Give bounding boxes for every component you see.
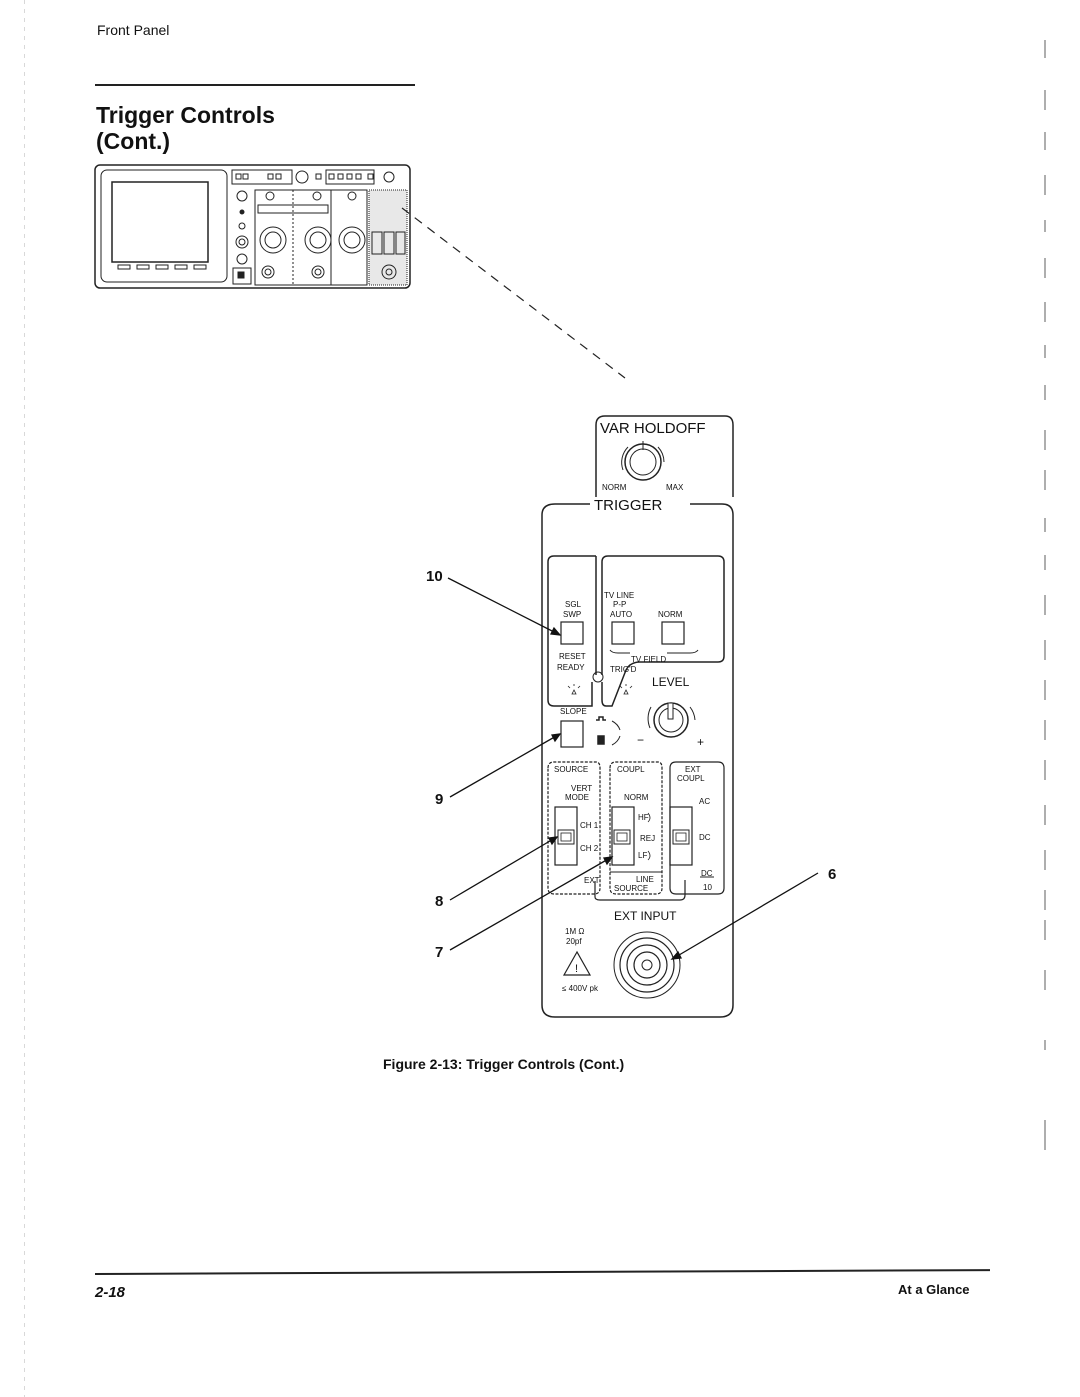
ext-coupl-dc10-top: DC — [701, 869, 713, 878]
ext-coupl-title-1: EXT — [685, 765, 701, 774]
page-title-line1: Trigger Controls — [96, 102, 275, 128]
ext-input-label: EXT INPUT — [614, 909, 677, 923]
callout-6-leader — [673, 872, 819, 959]
callout-8: 8 — [435, 893, 443, 910]
callout-9-leader — [449, 734, 559, 798]
callout-9: 9 — [435, 791, 443, 808]
tv-field-label: TV FIELD — [631, 655, 666, 664]
var-holdoff-section — [595, 415, 734, 497]
ext-coupl-ac-label: AC — [699, 797, 710, 806]
line-source-label-2: SOURCE — [614, 884, 648, 893]
coupl-hf-label: HF — [638, 813, 649, 822]
trigd-label: TRIG'D — [610, 665, 637, 674]
sgl-swp-label-2: SWP — [563, 610, 581, 619]
ext-coupl-dc-label: DC — [699, 833, 711, 842]
source-vert-label-1: VERT — [571, 784, 592, 793]
figure-illustration: VAR HOLDOFF NORM MAX TRIGGER SGL SWP RES… — [94, 164, 836, 1018]
var-holdoff-label: VAR HOLDOFF — [600, 420, 706, 437]
ready-label: READY — [557, 663, 585, 672]
auto-label-2: P-P — [613, 600, 626, 609]
source-ext-label: EXT — [584, 876, 600, 885]
ext-input-capacitance: 20pf — [566, 937, 582, 946]
callout-numbers: 10 9 8 7 6 — [426, 568, 836, 961]
scan-margin-line — [24, 0, 25, 1397]
ext-input-max-voltage: ≤ 400V pk — [562, 984, 599, 993]
page-title-line2: (Cont.) — [96, 128, 171, 154]
header-rule — [95, 84, 415, 86]
slope-label: SLOPE — [560, 707, 587, 716]
callout-7: 7 — [435, 944, 443, 961]
warning-icon: ! — [575, 963, 578, 975]
level-minus-label: − — [637, 733, 644, 747]
ext-input-impedance: 1M Ω — [565, 927, 584, 936]
page-title: Trigger Controls (Cont.) — [96, 102, 275, 154]
figure-caption: Figure 2-13: Trigger Controls (Cont.) — [383, 1056, 625, 1072]
front-panel-overview — [94, 164, 411, 289]
callout-7-leader — [449, 857, 611, 951]
callout-6: 6 — [828, 866, 836, 883]
line-source-label-1: LINE — [636, 875, 654, 884]
norm-label: NORM — [658, 610, 683, 619]
coupl-title: COUPL — [617, 765, 645, 774]
ext-coupl-dc10-bottom: 10 — [703, 883, 712, 892]
var-holdoff-min-label: NORM — [602, 483, 627, 492]
binding-scan-marks — [1044, 40, 1046, 1150]
page-number: 2-18 — [95, 1284, 126, 1301]
coupl-rej-label: REJ — [640, 834, 655, 843]
source-ch2-label: CH 2 — [580, 844, 599, 853]
reset-label: RESET — [559, 652, 586, 661]
callout-8-leader — [449, 837, 556, 901]
auto-label-3: AUTO — [610, 610, 632, 619]
callout-10-leader — [447, 577, 559, 635]
var-holdoff-max-label: MAX — [666, 483, 684, 492]
callout-arrows — [447, 577, 819, 960]
callout-10: 10 — [426, 568, 443, 585]
source-title: SOURCE — [554, 765, 588, 774]
source-ch1-label: CH 1 — [580, 821, 599, 830]
sgl-swp-label-1: SGL — [565, 600, 582, 609]
level-label: LEVEL — [652, 675, 690, 689]
ext-coupl-title-2: COUPL — [677, 774, 705, 783]
coupl-lf-label: LF — [638, 851, 647, 860]
detail-leader-line — [401, 207, 626, 379]
trigger-section — [541, 503, 734, 1018]
coupl-norm-label: NORM — [624, 793, 649, 802]
trigger-label: TRIGGER — [594, 497, 663, 514]
footer-section-name: At a Glance — [898, 1282, 970, 1297]
level-plus-label: + — [697, 735, 704, 749]
auto-label-1: TV LINE — [604, 591, 634, 600]
source-vert-label-2: MODE — [565, 793, 589, 802]
footer-rule — [94, 1269, 990, 1275]
screen-softkeys — [117, 264, 207, 270]
panel-labels: VAR HOLDOFF NORM MAX TRIGGER SGL SWP RES… — [554, 420, 713, 993]
running-head: Front Panel — [97, 22, 170, 38]
